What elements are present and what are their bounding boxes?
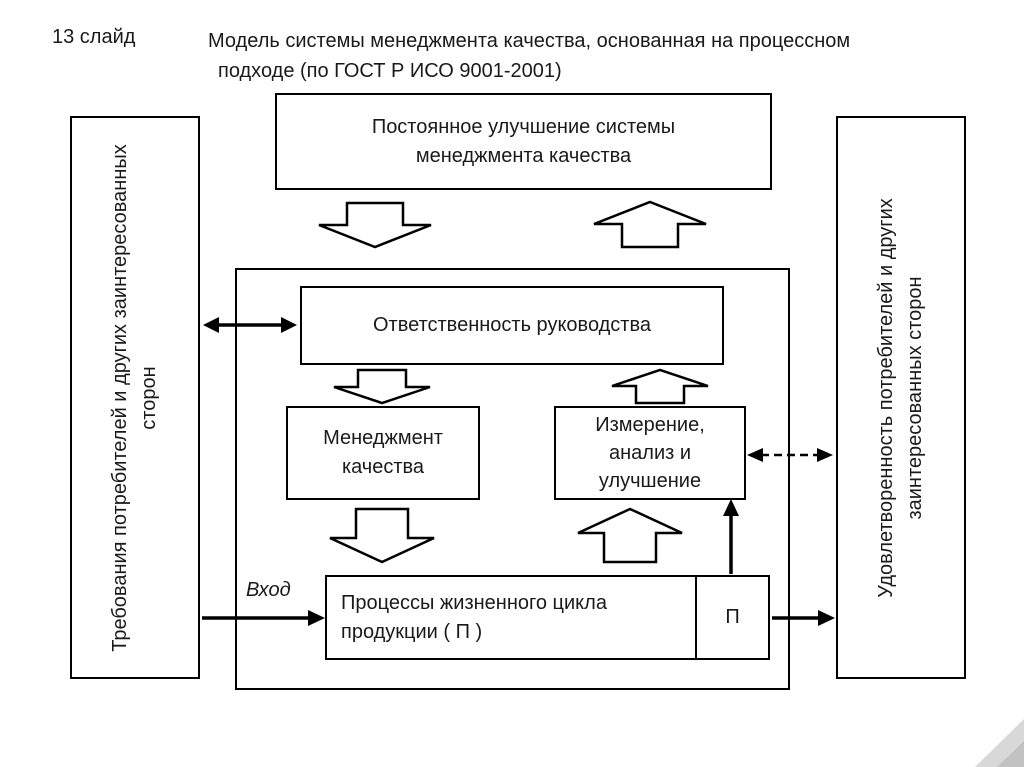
corner-decoration-inner — [997, 741, 1024, 767]
requirements-double-arrow-left-head-icon — [203, 317, 219, 333]
satisfaction-dashed-arrow-right-head-icon — [817, 448, 833, 462]
slide-number: 13 слайд — [52, 26, 136, 48]
box-customer-requirements: Требования потребителей и других заинтер… — [70, 116, 200, 679]
box-customer-satisfaction: Удовлетворенность потребителей и других … — [836, 116, 966, 679]
box-p-label: П — [725, 606, 740, 628]
box-quality-management-label: Менеджмент качества — [323, 427, 443, 478]
box-quality-management: Менеджмент качества — [286, 406, 480, 500]
box-customer-requirements-label: Требования потребителей и других заинтер… — [109, 143, 160, 652]
box-management-responsibility-label: Ответственность руководства — [373, 314, 651, 336]
up-block-arrow-top-icon — [593, 200, 707, 249]
box-customer-satisfaction-label: Удовлетворенность потребителей и других … — [875, 197, 926, 598]
box-qms-boundary — [235, 268, 790, 690]
box-measurement-analysis-improvement-label: Измерение, анализ и улучшение — [595, 414, 705, 492]
output-arrow-head-icon — [818, 610, 835, 626]
input-label: Вход — [246, 579, 291, 601]
slide-title-line2: подходе (по ГОСТ Р ИСО 9001-2001) — [218, 60, 562, 82]
corner-decoration — [975, 719, 1024, 767]
box-product-lifecycle-processes: Процессы жизненного цикла продукции ( П … — [325, 575, 697, 660]
box-continual-improvement-label: Постоянное улучшение системы менеджмента… — [371, 115, 676, 167]
slide-title-line1: Модель системы менеджмента качества, осн… — [208, 30, 851, 52]
box-p: П — [695, 575, 770, 660]
box-management-responsibility: Ответственность руководства — [300, 286, 724, 365]
box-continual-improvement: Постоянное улучшение системы менеджмента… — [275, 93, 772, 190]
slide-title: Модель системы менеджмента качества, осн… — [208, 26, 998, 86]
box-measurement-analysis-improvement: Измерение, анализ и улучшение — [554, 406, 746, 500]
box-product-lifecycle-processes-label: Процессы жизненного цикла продукции ( П … — [341, 591, 607, 643]
down-block-arrow-top-icon — [318, 201, 432, 249]
